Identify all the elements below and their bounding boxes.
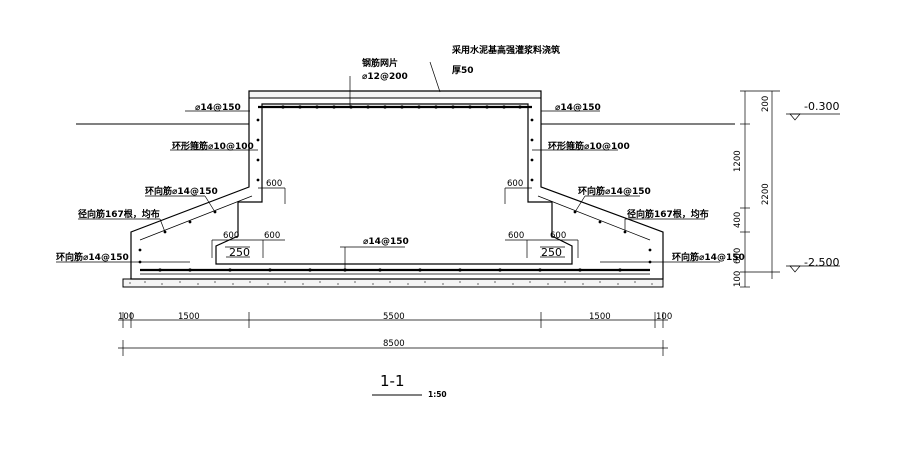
dim-inner-left-250: 250 [229, 246, 250, 259]
label-radial-right: 径向筋167根，均布 [627, 208, 709, 220]
left-inner-detail [211, 187, 286, 258]
label-hoop-right-mid: 环向筋⌀14@150 [578, 185, 651, 197]
dim-inner-right-1: 600 [507, 179, 523, 189]
label-hoop-left-bottom: 环向筋⌀14@150 [56, 251, 129, 263]
dim-inner-left-2: 600 [223, 231, 239, 241]
dim-right-total: 2200 [761, 183, 771, 205]
label-top-left-bar: ⌀14@150 [195, 103, 241, 113]
dim-right-1200: 1200 [733, 150, 743, 172]
base-cushion-layer [122, 278, 664, 288]
dim-bottom-1500-left: 1500 [178, 312, 200, 322]
label-top-right-bar: ⌀14@150 [555, 103, 601, 113]
dim-right-200: 200 [761, 96, 771, 112]
foundation-outline [130, 90, 664, 280]
top-grout-layer [248, 90, 542, 99]
dim-bottom-100-right: 100 [656, 312, 672, 322]
section-scale: 1:50 [428, 390, 447, 399]
label-hoop-right-bottom: 环向筋⌀14@150 [672, 251, 745, 263]
right-haunch-rebar [537, 195, 651, 241]
label-radial-left: 径向筋167根，均布 [78, 208, 160, 220]
dim-inner-right-3: 600 [550, 231, 566, 241]
label-hoop-left-mid: 环向筋⌀14@150 [145, 185, 218, 197]
left-haunch-rebar [139, 195, 253, 241]
label-mesh: 钢筋网片 [362, 57, 398, 69]
elevation-marker-bottom [786, 265, 840, 273]
dim-inner-right-2: 600 [508, 231, 524, 241]
bottom-dimension-lines [118, 312, 668, 356]
elevation-bottom: -2.500 [804, 256, 839, 269]
dim-bottom-total: 8500 [383, 339, 405, 349]
label-surface-thickness: 厚50 [452, 65, 474, 76]
dim-right-100: 100 [733, 271, 743, 287]
label-stirrup-right: 环形箍筋⌀10@100 [548, 140, 630, 152]
label-bottom-center-bar: ⌀14@150 [363, 237, 409, 247]
right-dimension-lines [740, 90, 780, 288]
right-inner-detail [504, 187, 579, 258]
dim-inner-left-1: 600 [266, 179, 282, 189]
section-title: 1-1 [380, 372, 405, 390]
dim-bottom-5500: 5500 [383, 312, 405, 322]
dim-right-600: 600 [733, 248, 743, 264]
leader-lines [56, 61, 720, 270]
label-mesh-spec: ⌀12@200 [362, 72, 408, 82]
dim-right-400: 400 [733, 212, 743, 228]
cushion-hatch-dots [129, 281, 653, 285]
inner-cavity-outline [215, 103, 573, 265]
dim-bottom-100-left: 100 [118, 312, 134, 322]
label-surface: 采用水泥基高强灌浆料浇筑 [451, 44, 560, 56]
label-stirrup-left: 环形箍筋⌀10@100 [172, 140, 254, 152]
elevation-marker-top [786, 113, 840, 121]
elevation-top: -0.300 [804, 100, 839, 113]
dim-inner-left-3: 600 [264, 231, 280, 241]
dim-inner-right-250: 250 [541, 246, 562, 259]
dim-bottom-1500-right: 1500 [589, 312, 611, 322]
